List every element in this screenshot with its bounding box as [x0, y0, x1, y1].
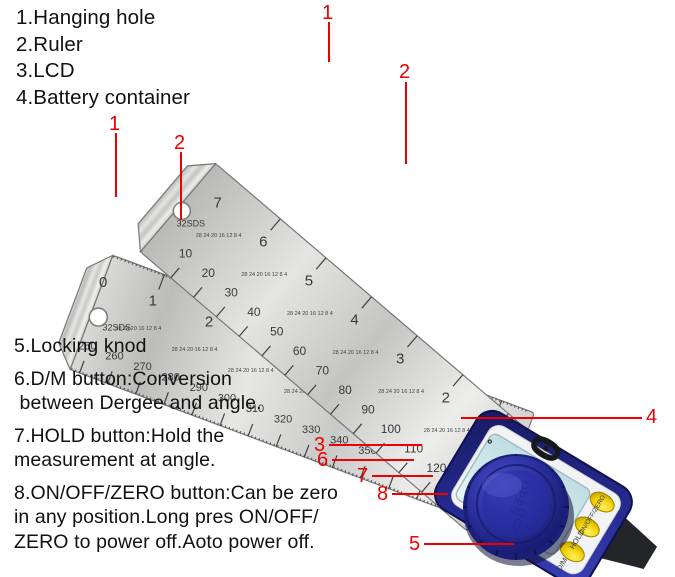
legend-line: 8.ON/OFF/ZERO button:Can be zero — [14, 481, 338, 504]
legend-item: 4.Battery container — [16, 85, 190, 109]
tick-label: 70 — [316, 363, 330, 377]
svg-text:28 24 20 16 12 8 4: 28 24 20 16 12 8 4 — [333, 350, 379, 356]
callout-number-8: 8 — [377, 483, 389, 505]
legend-line: 5.Locking knod — [14, 335, 147, 357]
tick-label: 320 — [274, 413, 292, 425]
tick-label: 270 — [133, 361, 151, 373]
legend-item-6: 6.D/M button:Conversion between Dergee a… — [14, 367, 338, 416]
tick-label: 20 — [202, 266, 216, 280]
hanging-hole-upper — [88, 307, 109, 327]
legend-item-7: 7.HOLD button:Hold the measurement at an… — [14, 424, 338, 473]
legend-line: 7.HOLD button:Hold the — [14, 424, 225, 447]
legend-item-5: 5.Locking knod — [14, 334, 338, 359]
svg-text:28 24 20 16 12 8 4: 28 24 20 16 12 8 4 — [228, 368, 274, 374]
svg-text:28 24 20 16 12 8 4: 28 24 20 16 12 8 4 — [424, 428, 470, 434]
callout-number-3: 3 — [314, 434, 326, 456]
legend-bottom: 5.Locking knod 6.D/M button:Conversion b… — [14, 334, 338, 554]
tick-label: 300 — [218, 392, 236, 404]
locking-knob[interactable]: OPEN LOCK — [463, 454, 574, 566]
callout-number-1-lower: 1 — [109, 113, 121, 135]
tick-label: 280 — [162, 371, 180, 383]
legend-line: 6.D/M button:Conversion — [14, 367, 232, 390]
legend-line: in any position.Long pres ON/OFF/ — [14, 506, 319, 528]
callout-leader-5 — [424, 543, 514, 545]
callout-leader-2-upper — [405, 82, 407, 164]
tick-label: 340 — [330, 434, 348, 446]
ruler-arm-lower: 10 20 30 40 50 60 70 80 90 100 110 120 1… — [137, 162, 543, 531]
legend-item: 2.Ruler — [16, 32, 83, 56]
svg-text:28 24 20 16 12 8 4: 28 24 20 16 12 8 4 — [378, 389, 424, 395]
callout-number-2-upper: 2 — [399, 61, 411, 83]
callout-leader-3 — [329, 444, 422, 446]
callout-number-7: 7 — [357, 465, 369, 487]
legend-item: 3.LCD — [16, 59, 75, 82]
tick-label: 90 — [361, 402, 375, 416]
callout-leader-1-lower — [115, 133, 117, 197]
tick-label: 30 — [224, 285, 238, 299]
tick-label: 7 — [214, 194, 222, 211]
callout-leader-2-lower — [180, 152, 182, 220]
brand-mark-upper: 32SDS — [103, 322, 132, 332]
tick-label: 1 — [149, 292, 157, 309]
tick-label: 0 — [99, 274, 107, 291]
tick-label: 10 — [179, 247, 193, 261]
callout-number-4: 4 — [646, 406, 658, 428]
tick-label: 6 — [259, 233, 267, 250]
hold-button[interactable] — [572, 513, 603, 541]
callout-number-5: 5 — [409, 533, 421, 555]
callout-number-2-lower: 2 — [174, 132, 186, 154]
callout-leader-4 — [461, 417, 642, 419]
svg-text:28 24 20 16 12 8 4: 28 24 20 16 12 8 4 — [196, 233, 242, 239]
tick-label: 40 — [247, 305, 261, 319]
onoffzero-button[interactable] — [587, 488, 618, 516]
tick-label: 80 — [338, 383, 352, 397]
tick-label: 310 — [246, 403, 264, 415]
tick-label: 60 — [293, 344, 307, 358]
legend-line: measurement at angle. — [14, 449, 216, 471]
callout-leader-6 — [332, 459, 414, 461]
callout-leader-1-upper — [328, 22, 330, 62]
tick-label: 330 — [302, 424, 320, 436]
tick-label: 3 — [396, 350, 404, 367]
tick-label: 4 — [350, 311, 358, 328]
svg-text:28 24 20 16 12 8 4: 28 24 20 16 12 8 4 — [241, 272, 287, 278]
tick-label: 120 — [426, 461, 446, 475]
tick-label: 2 — [442, 389, 450, 406]
svg-text:28 24 20 16 12 8 4: 28 24 20 16 12 8 4 — [287, 311, 333, 317]
tick-label: 2 — [205, 313, 213, 330]
tick-label: 290 — [190, 382, 208, 394]
tick-label: 50 — [270, 324, 284, 338]
legend-item-8: 8.ON/OFF/ZERO button:Can be zero in any … — [14, 481, 338, 555]
legend-top: 1.Hanging hole 2.Ruler 3.LCD 4.Battery c… — [16, 5, 190, 111]
callout-leader-7 — [372, 475, 433, 477]
legend-line: between Dergee and angle. — [14, 392, 262, 414]
tick-label: 260 — [105, 350, 123, 362]
tick-label: 100 — [381, 422, 401, 436]
legend-item: 1.Hanging hole — [16, 6, 156, 29]
hanging-hole-lower — [172, 201, 192, 221]
brand-mark-lower: 32SDS — [177, 219, 206, 229]
svg-text:28 24 20 16 12 8 4: 28 24 20 16 12 8 4 — [115, 326, 161, 332]
callout-number-1-upper: 1 — [322, 2, 334, 24]
svg-text:28 24 20 16 12 8 4: 28 24 20 16 12 8 4 — [172, 347, 218, 353]
tick-label: 250 — [78, 340, 96, 352]
callout-leader-8 — [392, 493, 448, 495]
callout-number-6: 6 — [317, 449, 329, 471]
legend-line: ZERO to power off.Aoto power off. — [14, 530, 315, 553]
tick-label: 5 — [305, 272, 313, 289]
